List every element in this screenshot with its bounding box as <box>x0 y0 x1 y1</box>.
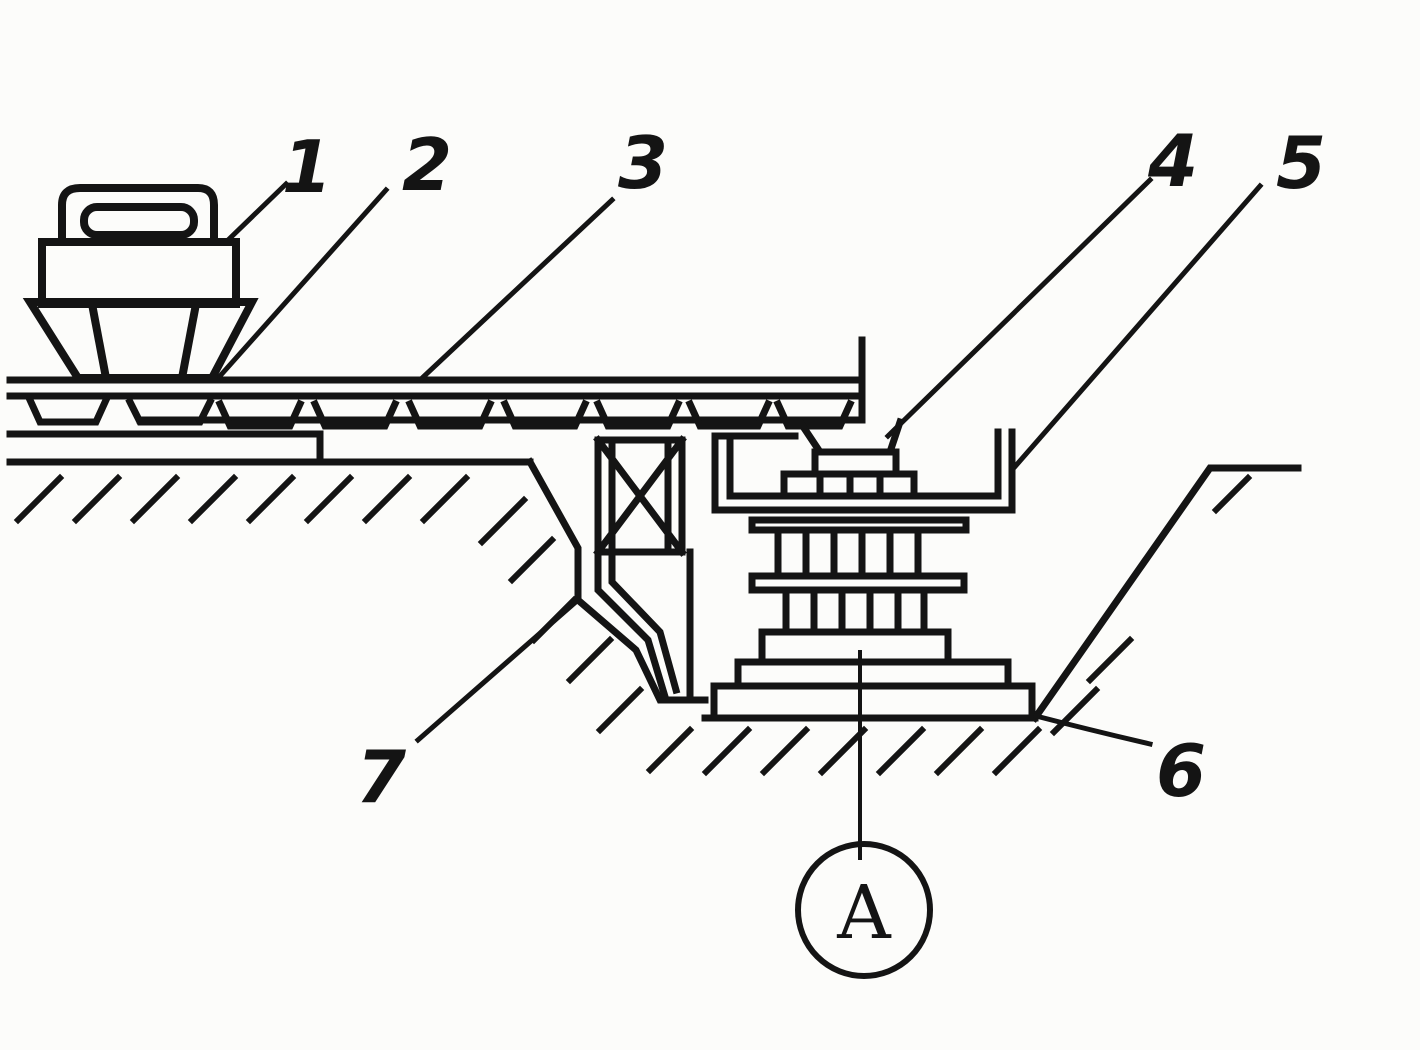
leader-line-4 <box>884 176 1154 440</box>
section-marker-circle <box>795 841 933 979</box>
callout-1: 1 <box>282 125 332 209</box>
support-tower <box>593 435 694 704</box>
hopper-bin <box>22 184 259 383</box>
callout-4: 4 <box>1147 119 1198 203</box>
leader-line-1 <box>222 180 290 246</box>
discharge-chute <box>795 417 905 476</box>
leader-line-7 <box>414 596 582 744</box>
leader-lines <box>216 176 1264 748</box>
conveyor <box>6 336 866 466</box>
callout-labels: 1 2 3 4 5 6 7 <box>282 119 1326 819</box>
callout-6: 6 <box>1156 729 1206 813</box>
section-marker-label: A <box>836 870 892 956</box>
callout-7: 7 <box>356 735 406 819</box>
callout-2: 2 <box>402 123 452 207</box>
callout-3: 3 <box>618 121 668 205</box>
leader-line-2 <box>216 186 390 380</box>
stepped-stack <box>710 470 1036 722</box>
section-marker-a: A <box>795 841 933 979</box>
leader-line-3 <box>416 196 616 384</box>
leader-line-5 <box>1008 182 1264 474</box>
ground-surface <box>6 457 1302 723</box>
leader-line-6 <box>1032 712 1154 748</box>
conveyor-trays <box>25 395 855 430</box>
callout-5: 5 <box>1276 121 1326 205</box>
